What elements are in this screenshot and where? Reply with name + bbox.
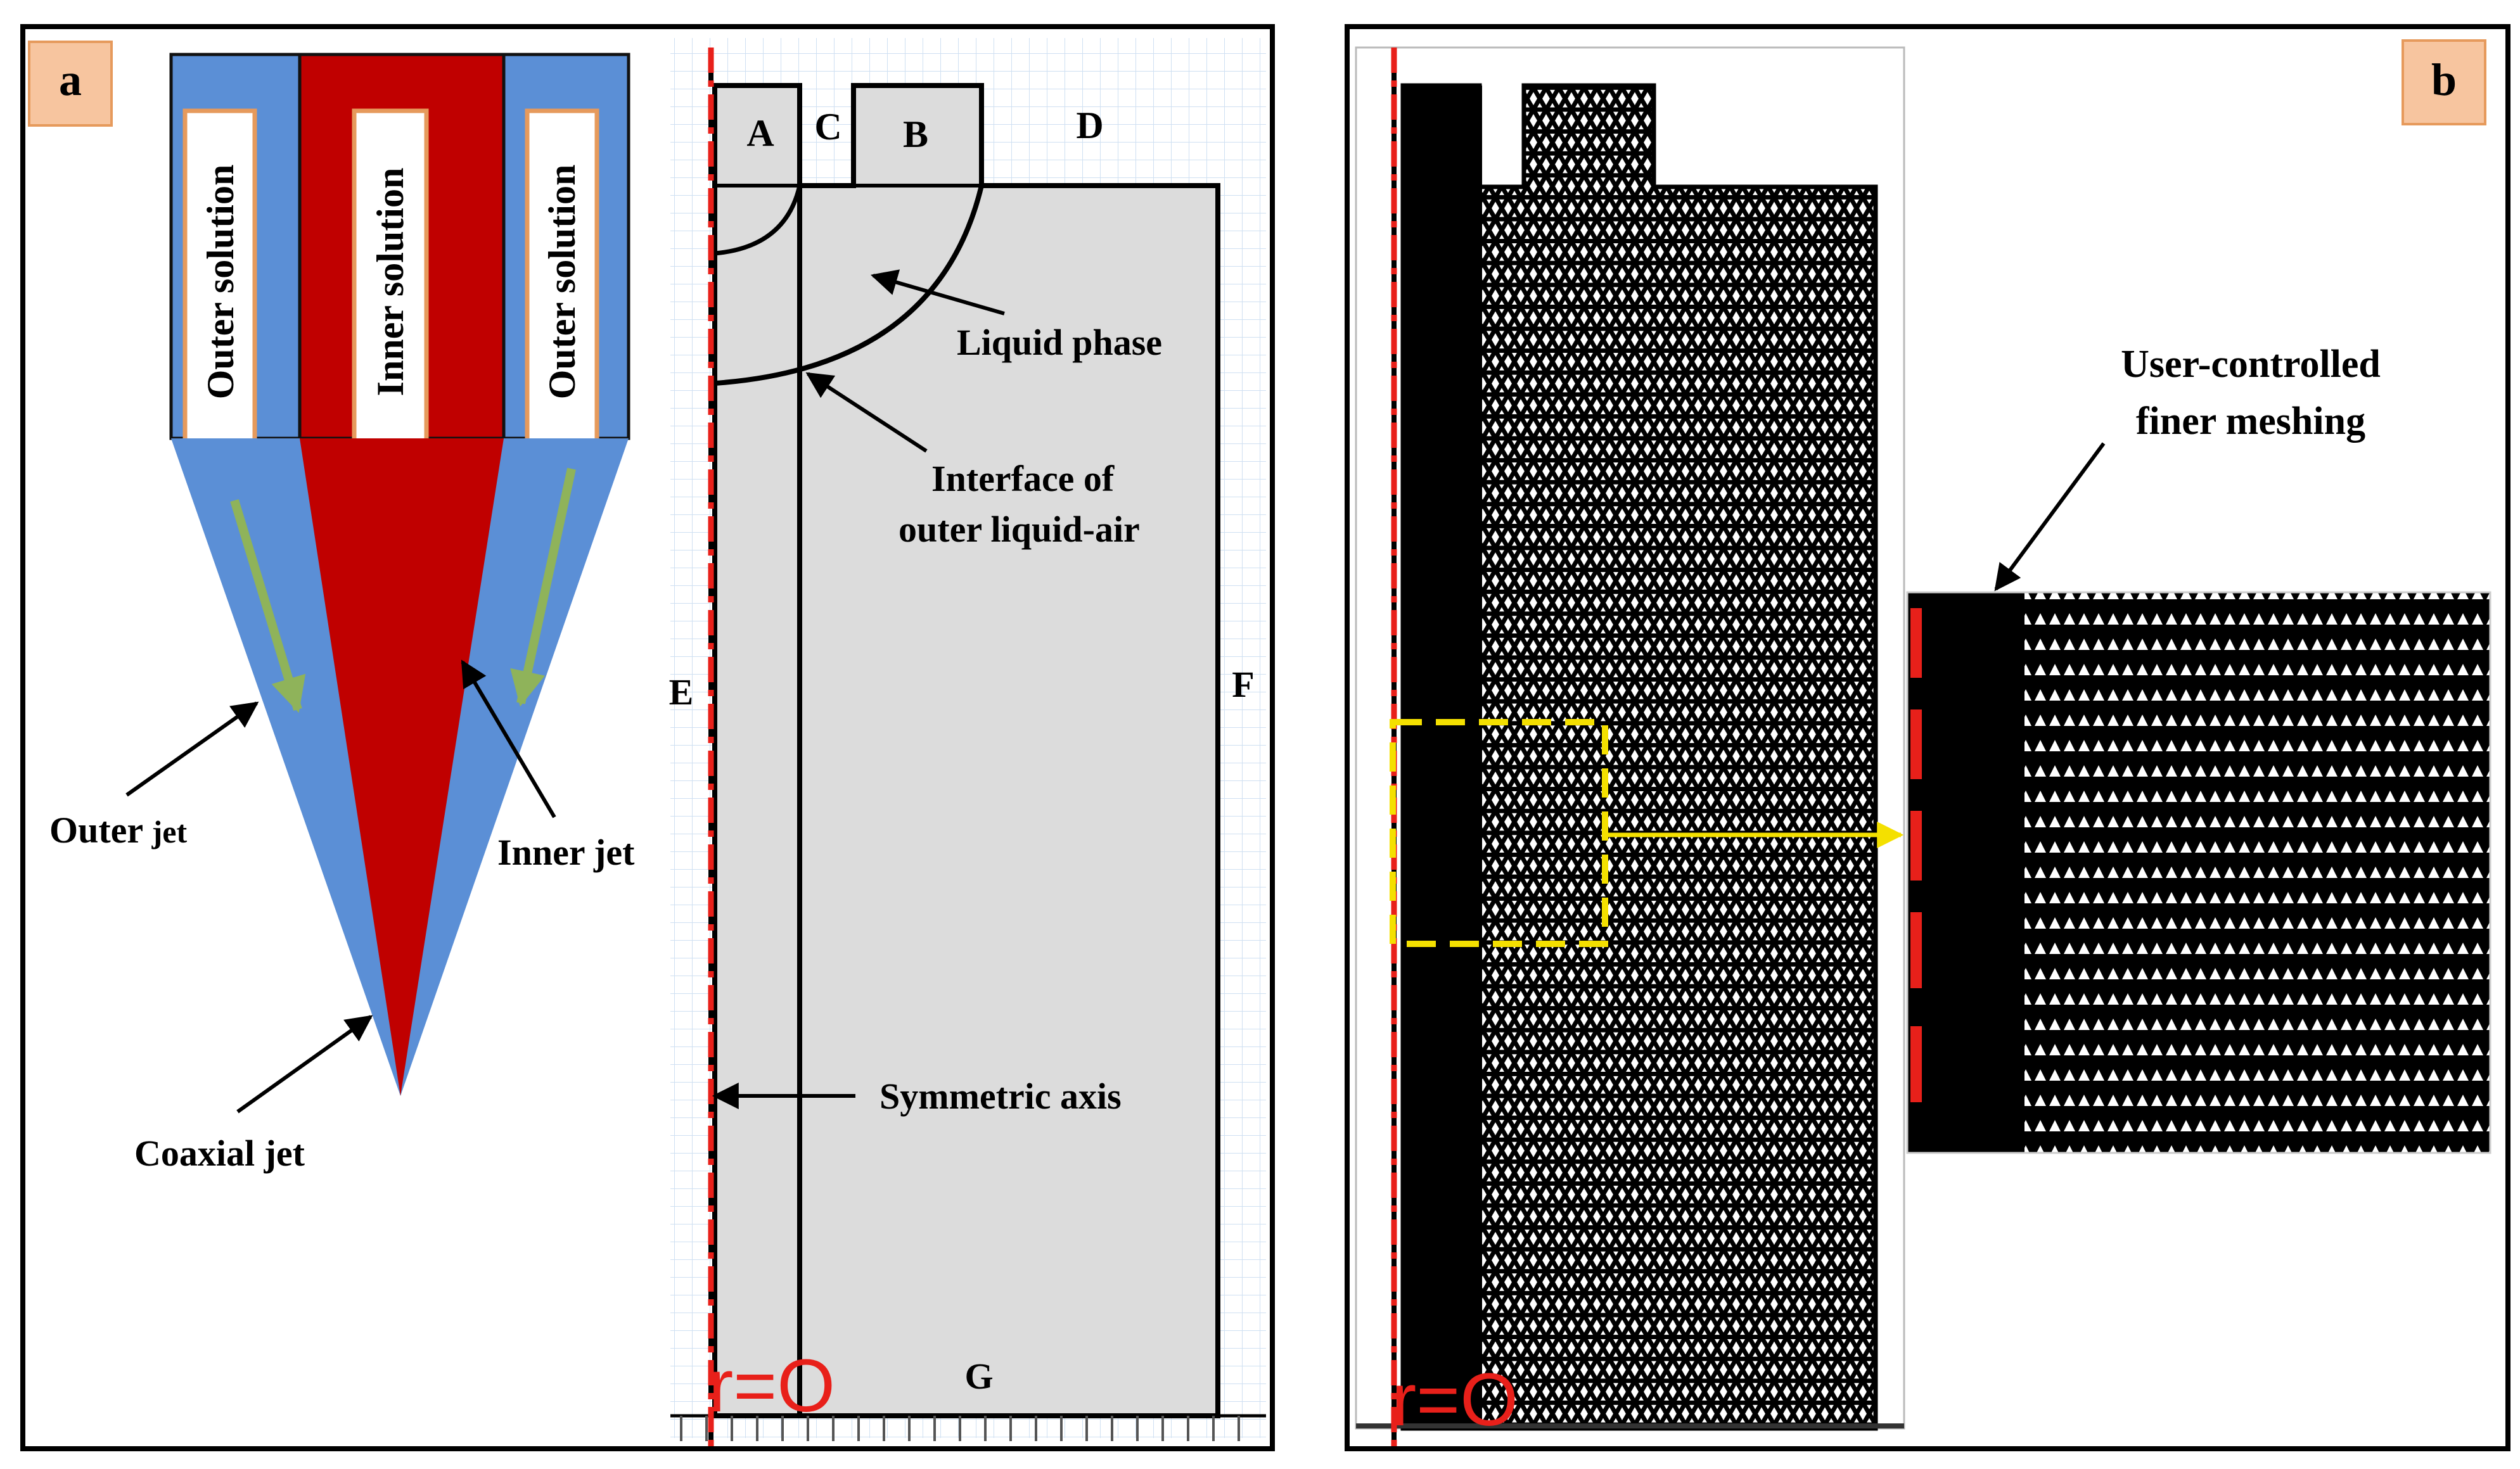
interface-label-line1: Interface of (931, 458, 1115, 499)
panel-b: b r=O User-controlled finer meshing (1345, 24, 2510, 1451)
interface-label-line2: outer liquid-air (899, 509, 1140, 550)
coaxial-jet-pointer (236, 1015, 373, 1114)
liquid-phase-label: Liquid phase (957, 322, 1162, 363)
label-D: D (1076, 105, 1103, 146)
label-F: F (1232, 664, 1254, 705)
outer-interface-arc (714, 185, 984, 386)
mesh-axis-marker: r=O (1391, 1358, 1518, 1442)
ground-hatch (680, 1416, 1240, 1441)
flow-arrow-right (510, 467, 576, 707)
zoom-label-line1: User-controlled (2121, 343, 2381, 386)
zoom-label-pointer (1994, 442, 2106, 592)
inner-jet-pointer (461, 659, 556, 818)
symmetric-axis-label: Symmetric axis (879, 1076, 1122, 1117)
inner-label: Inner solution (369, 168, 411, 397)
panel-b-badge (2402, 39, 2486, 125)
label-C: C (814, 106, 841, 148)
label-A: A (746, 112, 774, 154)
inner-jet (300, 438, 504, 1096)
outer-jet-label: Outer jet (49, 810, 187, 851)
domain-outline (712, 83, 1220, 1418)
panel-a-badge-text: a (59, 54, 82, 105)
zoom-inset (1906, 591, 2491, 1154)
coaxial-nozzle: Outer solution Inner solution Outer solu… (169, 53, 630, 455)
label-B: B (903, 113, 928, 155)
coaxial-jet-cone (171, 438, 629, 1096)
mesh-bottom-line (1356, 1423, 1904, 1428)
refined-region-near-axis (1403, 86, 1482, 1428)
label-G: G (964, 1356, 993, 1397)
outer-left-label-box (182, 108, 257, 455)
panel-a: a Outer solution Inner solution Outer so… (20, 24, 1275, 1451)
zoom-inset-border (1906, 591, 2491, 1154)
liquid-phase-pointer (870, 269, 1005, 315)
coaxial-jet-label: Coaxial jet (134, 1133, 305, 1174)
inner-jet-label: Inner jet (497, 832, 635, 873)
flow-arrow-left (230, 499, 306, 713)
computational-domain: r=O A C B D E F G Liquid phase Interface… (669, 38, 1266, 1447)
label-E: E (669, 671, 694, 713)
panel-a-badge (28, 41, 113, 127)
panel-b-badge-text: b (2431, 54, 2457, 105)
axis-marker-label: r=O (708, 1344, 835, 1428)
outer-right-label: Outer solution (541, 165, 583, 400)
outer-jet-pointer (125, 701, 259, 797)
zoom-inset-dense-region (1907, 592, 2024, 1153)
zoom-label-line2: finer meshing (2136, 400, 2365, 443)
outer-left-label: Outer solution (200, 165, 241, 400)
outer-right-label-box (525, 108, 599, 455)
inner-interface-arc (714, 185, 802, 256)
interface-pointer (805, 372, 928, 453)
